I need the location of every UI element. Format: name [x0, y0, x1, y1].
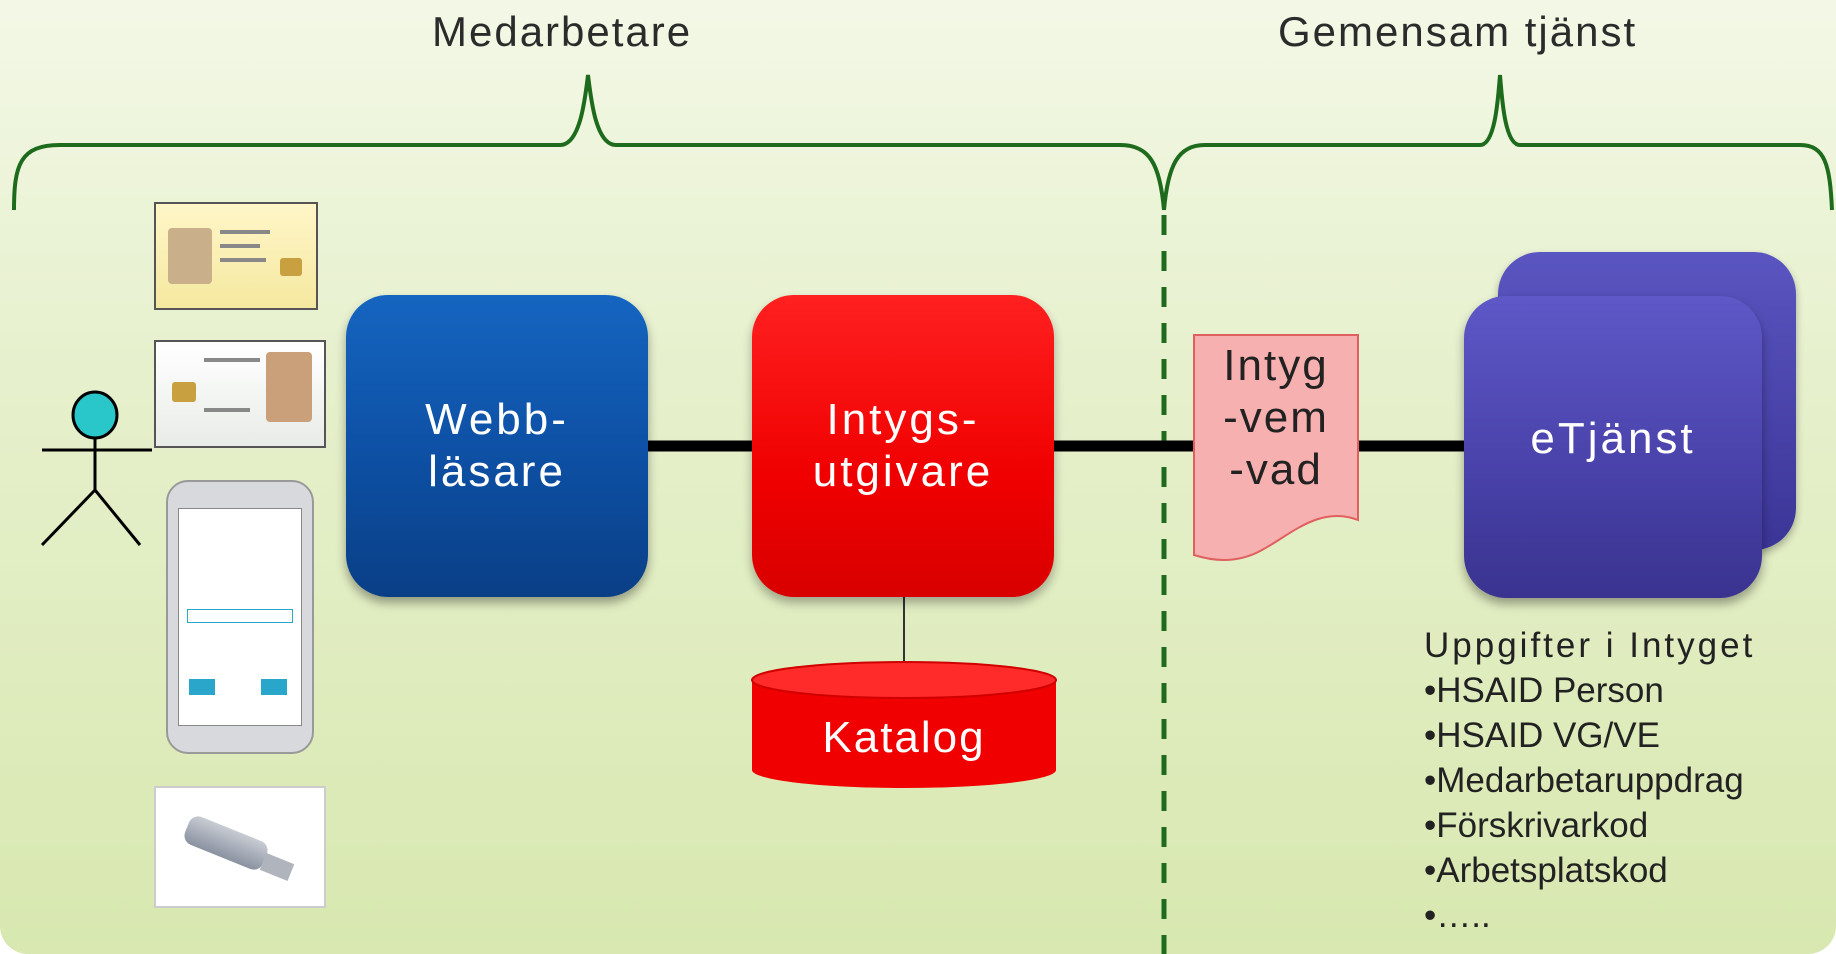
usb-token-icon	[154, 786, 326, 908]
bracket-medarbetare	[12, 74, 1166, 211]
info-item: •HSAID VG/VE	[1424, 716, 1660, 755]
intyg-line-1: Intyg	[1223, 341, 1329, 390]
info-item: •Medarbetaruppdrag	[1424, 761, 1744, 800]
intygs-line-1: Intygs-	[826, 395, 980, 444]
bracket-gemensam	[1162, 74, 1834, 211]
intyg-line-2: -vem	[1223, 393, 1329, 442]
header-gemensam-tjanst: Gemensam tjänst	[1278, 8, 1638, 55]
katalog-cylinder	[751, 661, 1057, 788]
info-item: •HSAID Person	[1424, 671, 1664, 710]
intygs-line-2: utgivare	[812, 447, 994, 496]
mobile-phone-icon	[166, 480, 314, 754]
header-medarbetare: Medarbetare	[432, 8, 693, 55]
intyg-line-3: -vad	[1229, 445, 1323, 494]
webb-line-1: Webb-	[425, 395, 569, 444]
etjanst-label: eTjänst	[1530, 414, 1696, 463]
katalog-label: Katalog	[822, 713, 986, 762]
intyg-doc-text: Intyg -vem -vad	[1194, 340, 1358, 496]
info-item: •Förskrivarkod	[1424, 806, 1649, 845]
intyg-document-icon	[1193, 334, 1359, 561]
info-list: Uppgifter i Intyget •HSAID Person •HSAID…	[1424, 623, 1755, 938]
user-icon	[40, 390, 152, 547]
id-card-icon	[154, 202, 318, 310]
smart-card-icon	[154, 340, 326, 448]
webb-line-2: läsare	[428, 447, 566, 496]
info-heading: Uppgifter i Intyget	[1424, 626, 1756, 665]
info-item: •…..	[1424, 896, 1491, 935]
info-item: •Arbetsplatskod	[1424, 851, 1668, 890]
node-intygsutgivare: Intygs- utgivare	[752, 295, 1054, 597]
node-etjanst: eTjänst	[1464, 296, 1762, 598]
node-webblasare: Webb- läsare	[346, 295, 648, 597]
